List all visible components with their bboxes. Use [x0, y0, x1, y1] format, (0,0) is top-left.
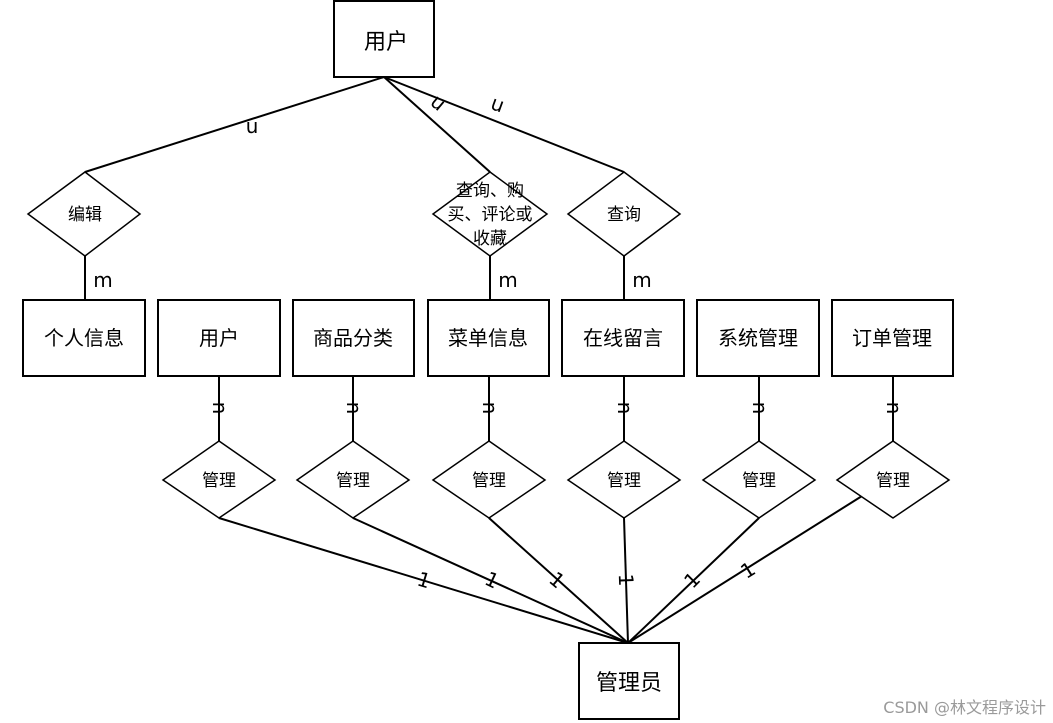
entity-message-label: 在线留言: [583, 326, 663, 350]
entity-admin-label: 管理员: [596, 671, 662, 696]
card-n-order: n: [882, 402, 906, 415]
entity-order-mgmt-label: 订单管理: [852, 326, 932, 350]
entity-user: [157, 299, 281, 377]
edge-manage3-admin: [488, 517, 629, 644]
rel-manage-2: [295, 440, 411, 519]
card-1-f: 1: [736, 556, 760, 583]
entity-user-top: [333, 0, 435, 78]
rel-manage-6: [835, 440, 951, 519]
card-n-category: n: [342, 402, 366, 415]
rel-query-buy: [431, 171, 549, 257]
entity-category: [292, 299, 415, 377]
card-1-a: 1: [414, 567, 433, 594]
edge-user-edit: [84, 76, 385, 173]
rel-manage-3-label: 管理: [472, 471, 506, 491]
rel-manage-6-label: 管理: [876, 471, 910, 491]
card-m-querybuy: m: [498, 268, 517, 292]
entity-personal-info-label: 个人信息: [44, 326, 124, 350]
rel-query: [566, 171, 682, 257]
rel-manage-1: [161, 440, 277, 519]
card-1-e: 1: [679, 567, 705, 593]
rel-edit: [26, 171, 142, 257]
rel-manage-1-label: 管理: [202, 471, 236, 491]
card-n-querybuy: n: [424, 91, 449, 118]
rel-manage-4: [566, 440, 682, 519]
card-m-edit: m: [93, 268, 112, 292]
rel-manage-5: [701, 440, 817, 519]
rel-query-buy-label-3: 收藏: [473, 229, 507, 249]
card-n-query: n: [487, 93, 507, 120]
edge-manage6-admin: [627, 495, 863, 644]
entity-system-mgmt: [696, 299, 820, 377]
edge-manage4-admin: [623, 517, 629, 644]
rel-query-buy-label-2: 买、评论或: [448, 205, 533, 225]
entity-message: [561, 299, 685, 377]
entity-user-label: 用户: [199, 326, 239, 350]
rel-manage-3: [431, 440, 547, 519]
edge-manage5-admin: [627, 517, 760, 644]
edge-manage1-admin: [218, 517, 629, 644]
card-n-system: n: [748, 402, 772, 415]
rel-edit-label: 编辑: [68, 205, 102, 225]
card-n-menu: n: [478, 402, 502, 415]
edge-user-querybuy: [383, 76, 491, 173]
rel-manage-2-label: 管理: [336, 471, 370, 491]
entity-system-mgmt-label: 系统管理: [718, 326, 798, 350]
rel-query-label: 查询: [607, 205, 641, 225]
rel-manage-4-label: 管理: [607, 471, 641, 491]
card-n-message: n: [613, 402, 637, 415]
entity-order-mgmt: [831, 299, 954, 377]
entity-personal-info: [22, 299, 146, 377]
edge-manage2-admin: [352, 517, 629, 644]
entity-menu-info: [427, 299, 550, 377]
entity-menu-info-label: 菜单信息: [448, 326, 528, 350]
edge-user-query: [383, 76, 625, 173]
rel-manage-5-label: 管理: [742, 471, 776, 491]
entity-admin: [578, 642, 680, 720]
watermark: CSDN @林文程序设计: [883, 698, 1046, 717]
card-n-edit: n: [246, 117, 259, 141]
card-n-user: n: [208, 402, 232, 415]
card-1-b: 1: [481, 566, 503, 593]
card-m-query: m: [632, 268, 651, 292]
entity-user-top-label: 用户: [364, 30, 408, 55]
entity-category-label: 商品分类: [313, 326, 393, 350]
card-1-d: 1: [614, 573, 638, 587]
rel-query-buy-label-1: 查询、购: [456, 181, 524, 201]
